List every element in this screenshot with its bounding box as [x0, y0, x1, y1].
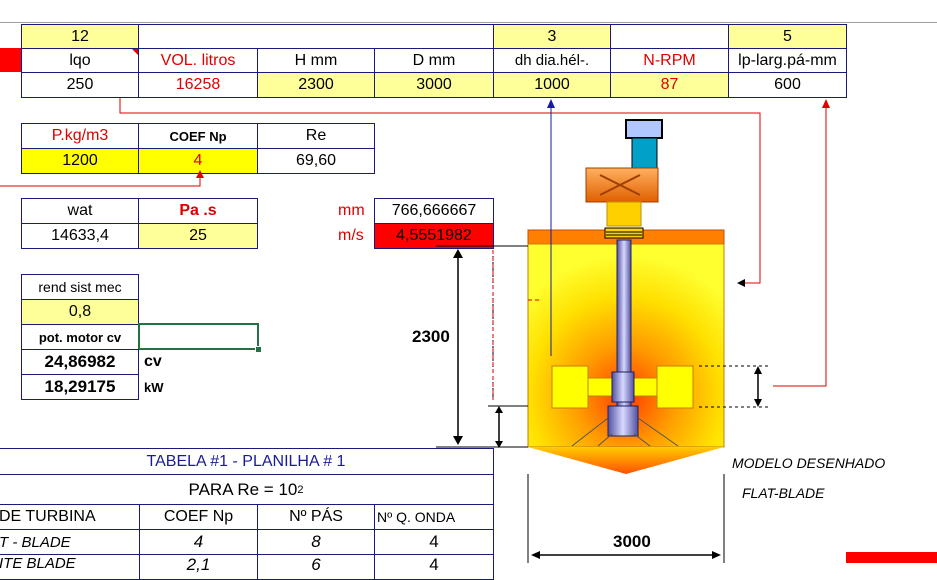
tank-cone — [528, 447, 724, 474]
value-re[interactable]: 69,60 — [257, 148, 375, 174]
tank-diagram — [0, 98, 937, 563]
red-corner-block — [846, 552, 937, 563]
table-subtitle-text: PARA Re = 10 — [188, 479, 298, 499]
value-lp[interactable]: 600 — [728, 72, 847, 98]
comment-indicator — [132, 49, 138, 55]
value-coef[interactable]: 4 — [138, 148, 258, 174]
blade-left — [551, 365, 589, 409]
motor-cap — [625, 119, 663, 139]
hub-center — [611, 371, 635, 403]
value-ms[interactable]: 4,5551982 — [374, 223, 494, 249]
cell-lp-index[interactable]: 5 — [728, 24, 847, 49]
blade-right — [656, 365, 694, 409]
red-marker — [0, 48, 21, 72]
cell-dh-index[interactable]: 3 — [493, 24, 611, 49]
height-label: 2300 — [412, 327, 450, 346]
type-label: FLAT-BLADE — [742, 485, 825, 501]
arrow-density — [196, 170, 204, 178]
connector-density — [0, 175, 201, 187]
sheet-top-border — [0, 22, 937, 23]
connector-lp — [773, 103, 827, 387]
width-label: 3000 — [613, 532, 651, 551]
motor-body — [631, 137, 658, 169]
unit-kw: kW — [144, 380, 164, 395]
selected-cell[interactable] — [138, 323, 259, 350]
table-subtitle-exponent: 2 — [297, 483, 304, 496]
label-mm: mm — [338, 202, 365, 219]
dh-arrow-head — [547, 99, 555, 108]
unit-cv: cv — [144, 353, 162, 370]
value-density[interactable]: 1200 — [21, 148, 139, 174]
label-ms: m/s — [338, 227, 364, 244]
seal — [604, 227, 644, 239]
cell-lqo-index[interactable]: 12 — [21, 24, 139, 49]
value-d[interactable]: 3000 — [374, 72, 494, 98]
arrow-lp — [822, 99, 830, 108]
value-rend[interactable]: 0,8 — [21, 299, 139, 325]
value-dh[interactable]: 1000 — [493, 72, 611, 98]
connector-lqo — [119, 98, 761, 284]
value-h[interactable]: 2300 — [257, 72, 375, 98]
value-pas[interactable]: 25 — [138, 223, 258, 249]
coupling — [606, 201, 642, 227]
lower-impeller — [607, 405, 639, 437]
value-kw[interactable]: 18,29175 — [21, 374, 139, 400]
selection-handle[interactable] — [255, 346, 262, 353]
model-label: MODELO DESENHADO — [732, 455, 886, 471]
arrow-lqo — [737, 279, 745, 287]
